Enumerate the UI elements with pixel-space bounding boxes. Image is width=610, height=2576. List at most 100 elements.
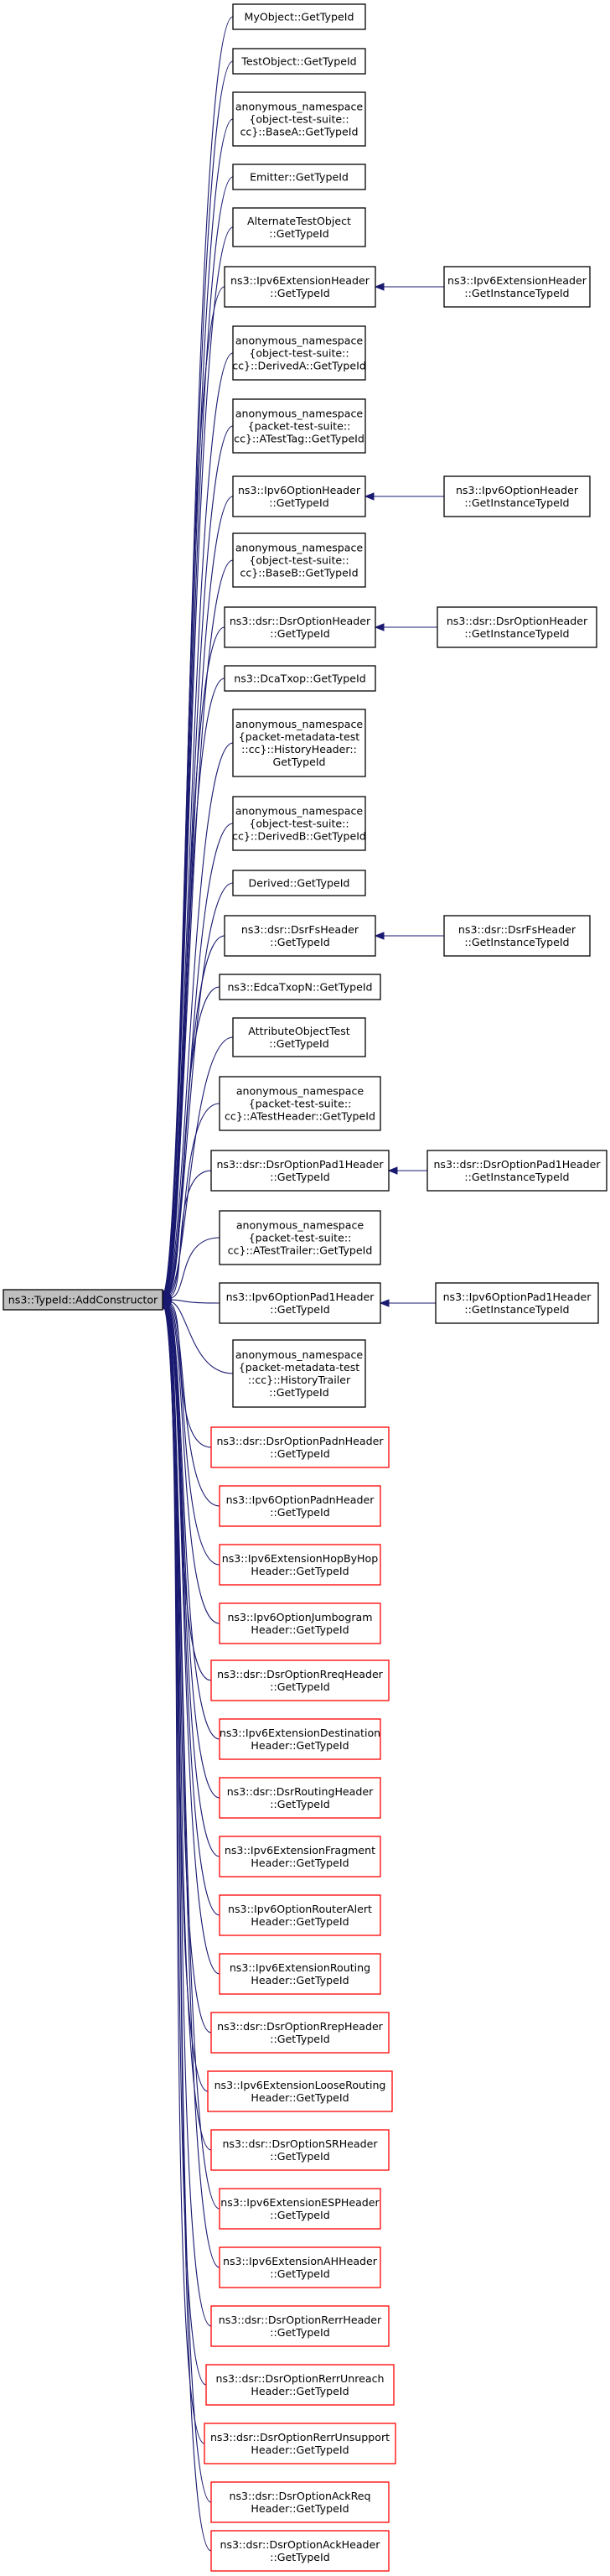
node-n10[interactable]: ns3::dsr::DsrOptionHeader::GetTypeId — [224, 606, 376, 648]
node-box — [219, 1602, 381, 1644]
node-n21[interactable]: ns3::Ipv6OptionPad1Header::GetTypeId — [219, 1282, 381, 1324]
node-label: Header::GetTypeId — [251, 2502, 349, 2515]
node-n16[interactable]: ns3::EdcaTxopN::GetTypeId — [219, 974, 381, 1000]
edge-n42-to-root — [163, 1307, 212, 2552]
node-n23[interactable]: ns3::dsr::DsrOptionPadnHeader::GetTypeId — [210, 1426, 390, 1468]
edge-n31-to-root — [166, 1306, 220, 1916]
node-c8[interactable]: ns3::Ipv6OptionHeader::GetInstanceTypeId — [443, 475, 591, 517]
node-label: AttributeObjectTest — [248, 1025, 349, 1037]
node-box — [210, 2129, 390, 2171]
node-label: Header::GetTypeId — [251, 1739, 349, 1752]
edge-arrowhead — [374, 932, 385, 940]
node-n7[interactable]: anonymous_namespace{packet-test-suite::c… — [232, 398, 366, 454]
node-c10[interactable]: ns3::dsr::DsrOptionHeader::GetInstanceTy… — [437, 606, 597, 648]
node-label: anonymous_namespace — [235, 542, 364, 554]
root-node[interactable]: ns3::TypeId::AddConstructor — [3, 1289, 163, 1311]
node-n25[interactable]: ns3::Ipv6ExtensionHopByHopHeader::GetTyp… — [219, 1544, 381, 1586]
node-n19[interactable]: ns3::dsr::DsrOptionPad1Header::GetTypeId — [210, 1150, 390, 1192]
node-n29[interactable]: ns3::dsr::DsrRoutingHeader::GetTypeId — [219, 1777, 381, 1819]
edge-arrowhead — [364, 492, 375, 501]
node-box — [210, 1426, 390, 1468]
node-label: ns3::Ipv6ExtensionHopByHop — [222, 1552, 378, 1565]
edge-n23-to-root — [169, 1302, 212, 1448]
node-n36[interactable]: ns3::Ipv6ExtensionESPHeader::GetTypeId — [219, 2188, 381, 2230]
node-n14[interactable]: Derived::GetTypeId — [232, 870, 366, 896]
node-n13[interactable]: anonymous_namespace{object-test-suite::c… — [232, 796, 366, 851]
node-n0[interactable]: MyObject::GetTypeId — [232, 3, 366, 30]
node-label: Header::GetTypeId — [251, 1857, 349, 1869]
node-n32[interactable]: ns3::Ipv6ExtensionRoutingHeader::GetType… — [219, 1953, 381, 1995]
node-box — [219, 1282, 381, 1324]
node-n34[interactable]: ns3::Ipv6ExtensionLooseRoutingHeader::Ge… — [207, 2070, 393, 2112]
node-n40[interactable]: ns3::dsr::DsrOptionRerrUnsupportHeader::… — [204, 2423, 396, 2464]
node-label: ::GetInstanceTypeId — [464, 287, 569, 299]
node-label: ::GetTypeId — [270, 2209, 330, 2221]
node-label: ::GetTypeId — [270, 627, 330, 640]
node-n31[interactable]: ns3::Ipv6OptionRouterAlertHeader::GetTyp… — [219, 1894, 381, 1936]
node-n4[interactable]: AlternateTestObject::GetTypeId — [232, 207, 366, 247]
node-n5[interactable]: ns3::Ipv6ExtensionHeader::GetTypeId — [224, 266, 376, 308]
node-n2[interactable]: anonymous_namespace{object-test-suite::c… — [232, 91, 366, 147]
edge-n18-to-root — [169, 1103, 220, 1296]
node-n11[interactable]: ns3::DcaTxop::GetTypeId — [224, 665, 376, 692]
node-n17[interactable]: AttributeObjectTest::GetTypeId — [232, 1017, 366, 1057]
node-label: ns3::Ipv6OptionHeader — [238, 484, 361, 496]
node-n28[interactable]: ns3::Ipv6ExtensionDestinationHeader::Get… — [219, 1718, 381, 1760]
node-box — [210, 2530, 390, 2572]
node-c19[interactable]: ns3::dsr::DsrOptionPad1Header::GetInstan… — [426, 1150, 607, 1192]
node-label: Header::GetTypeId — [251, 2091, 349, 2104]
edge-n4-to-root — [164, 226, 234, 1292]
node-label: ::GetInstanceTypeId — [464, 936, 569, 948]
node-n8[interactable]: ns3::Ipv6OptionHeader::GetTypeId — [232, 475, 366, 517]
edge-n16-to-root — [168, 986, 220, 1295]
node-c21[interactable]: ns3::Ipv6OptionPad1Header::GetInstanceTy… — [435, 1282, 599, 1324]
node-n39[interactable]: ns3::dsr::DsrOptionRerrUnreachHeader::Ge… — [205, 2364, 395, 2406]
node-n42[interactable]: ns3::dsr::DsrOptionAckHeader::GetTypeId — [210, 2530, 390, 2572]
node-n37[interactable]: ns3::Ipv6ExtensionAHHeader::GetTypeId — [219, 2246, 381, 2288]
node-n18[interactable]: anonymous_namespace{packet-test-suite::c… — [219, 1076, 381, 1131]
nodes-layer: ns3::TypeId::AddConstructor MyObject::Get… — [3, 3, 607, 2572]
node-label: ::GetTypeId — [269, 1037, 329, 1050]
node-label: ::GetTypeId — [270, 1680, 330, 1693]
node-n24[interactable]: ns3::Ipv6OptionPadnHeader::GetTypeId — [219, 1485, 381, 1527]
node-n6[interactable]: anonymous_namespace{object-test-suite::c… — [232, 325, 366, 381]
node-label: anonymous_namespace — [235, 718, 364, 730]
node-n9[interactable]: anonymous_namespace{object-test-suite::c… — [232, 532, 366, 588]
node-n30[interactable]: ns3::Ipv6ExtensionFragmentHeader::GetTyp… — [219, 1836, 381, 1877]
node-label: ns3::Ipv6ExtensionFragment — [225, 1844, 375, 1857]
node-box — [232, 870, 366, 896]
node-box — [210, 1659, 390, 1701]
node-n1[interactable]: TestObject::GetTypeId — [232, 48, 366, 75]
node-label: {packet-test-suite:: — [249, 1098, 352, 1110]
node-box — [219, 974, 381, 1000]
node-label: {packet-test-suite:: — [249, 1232, 352, 1244]
edge-n28-to-root — [167, 1306, 220, 1740]
node-c5[interactable]: ns3::Ipv6ExtensionHeader::GetInstanceTyp… — [443, 266, 591, 308]
edge-arrowhead — [374, 283, 385, 291]
node-n22[interactable]: anonymous_namespace{packet-metadata-test… — [232, 1339, 366, 1408]
node-label: ::GetTypeId — [270, 936, 330, 948]
node-n38[interactable]: ns3::dsr::DsrOptionRerrHeader::GetTypeId — [210, 2305, 390, 2347]
node-n33[interactable]: ns3::dsr::DsrOptionRrepHeader::GetTypeId — [210, 2012, 390, 2054]
node-label: ::cc}::HistoryTrailer — [248, 1374, 351, 1386]
node-n20[interactable]: anonymous_namespace{packet-test-suite::c… — [219, 1210, 381, 1265]
edge-n10-to-root — [165, 626, 225, 1293]
node-n27[interactable]: ns3::dsr::DsrOptionRreqHeader::GetTypeId — [210, 1659, 390, 1701]
node-n12[interactable]: anonymous_namespace{packet-metadata-test… — [232, 709, 366, 777]
node-n3[interactable]: Emitter::GetTypeId — [232, 164, 366, 190]
node-c15[interactable]: ns3::dsr::DsrFsHeader::GetInstanceTypeId — [443, 915, 591, 957]
edge-n33-to-root — [165, 1306, 212, 2033]
node-n26[interactable]: ns3::Ipv6OptionJumbogramHeader::GetTypeI… — [219, 1602, 381, 1644]
node-label: ns3::dsr::DsrOptionAckHeader — [220, 2538, 381, 2551]
node-label: ns3::Ipv6ExtensionESPHeader — [220, 2196, 380, 2209]
node-label: Header::GetTypeId — [251, 2444, 349, 2456]
node-n35[interactable]: ns3::dsr::DsrOptionSRHeader::GetTypeId — [210, 2129, 390, 2171]
node-n41[interactable]: ns3::dsr::DsrOptionAckReqHeader::GetType… — [210, 2481, 390, 2523]
node-n15[interactable]: ns3::dsr::DsrFsHeader::GetTypeId — [224, 915, 376, 957]
node-label: ns3::dsr::DsrOptionRrepHeader — [217, 2020, 384, 2033]
edges-layer — [160, 16, 444, 2552]
node-box — [210, 2305, 390, 2347]
node-label: ::GetTypeId — [269, 227, 329, 240]
node-box — [224, 915, 376, 957]
